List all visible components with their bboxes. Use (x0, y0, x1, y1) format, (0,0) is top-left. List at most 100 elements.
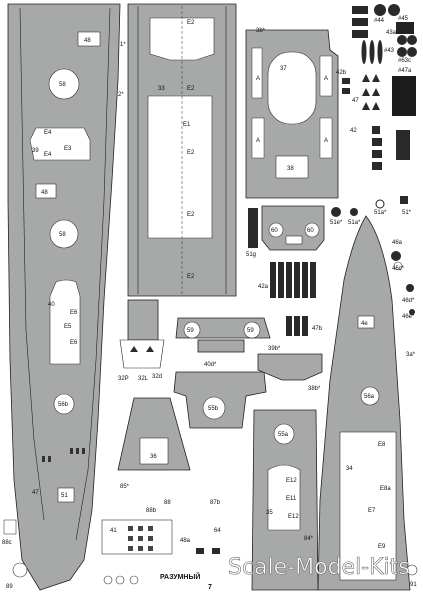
label-e6-b: E6 (70, 340, 78, 346)
label-56a: 56a (364, 394, 375, 400)
label-e2-4: E2 (187, 212, 195, 218)
label-4e: 4e (361, 321, 368, 327)
label-91: 91 (410, 582, 417, 588)
label-e11: E11 (286, 496, 297, 502)
label-63c: #63c (398, 58, 411, 64)
superstructure-deck: 3b* 37 A A A A 38 (245, 28, 339, 199)
small-parts-bottom: 41 48a 88b 88 64 87b РАЗУМНЫЙ 7 88c 91 8… (2, 500, 417, 591)
label-88c: 88c (2, 540, 12, 546)
label-e4-b: E4 (44, 152, 52, 158)
watermark-text: Scale-Model-Kits (228, 555, 410, 580)
deck-part-32: 32P 32L 32d (118, 299, 165, 382)
bridge-deck: 60 60 51g 42a 47b (246, 205, 325, 336)
label-35: 35 (266, 510, 273, 516)
label-46c: 46c* (392, 266, 405, 272)
label-1: 1* (120, 42, 126, 48)
label-51: 51 (61, 493, 68, 499)
label-34: 34 (346, 466, 353, 472)
label-58: 58 (59, 82, 66, 88)
label-85: 85* (120, 484, 130, 490)
label-43: #43 (384, 48, 395, 54)
label-51a-2: 51a* (374, 210, 387, 216)
label-41: 41 (110, 528, 117, 534)
label-e2-3: E2 (187, 150, 195, 156)
label-88: 88 (164, 500, 171, 506)
label-32l: 32L (138, 376, 149, 382)
label-60: 60 (271, 228, 278, 234)
label-a-3: A (256, 138, 260, 144)
label-e9: E9 (378, 544, 386, 550)
label-e12-b: E12 (288, 514, 299, 520)
label-51a: 51a* (348, 220, 361, 226)
label-46d: 46d* (402, 298, 415, 304)
label-32p: 32P (118, 376, 129, 382)
label-e8: E8 (378, 442, 386, 448)
label-47a: #47a (398, 68, 412, 74)
label-a-4: A (324, 138, 328, 144)
label-40: 40 (48, 302, 55, 308)
label-51g: 51g (246, 252, 256, 258)
label-2: 2* (118, 92, 124, 98)
label-88b: 88b (146, 508, 157, 514)
label-59-b: 59 (247, 328, 254, 334)
label-55b: 55b (208, 406, 219, 412)
label-60-b: 60 (307, 228, 314, 234)
label-64: 64 (214, 528, 221, 534)
center-deck-strip: E2 E2 E1 E2 E2 E2 33 1* 2* (118, 3, 237, 297)
label-46a: 46a (392, 240, 403, 246)
label-39: 39 (32, 148, 39, 154)
label-55a: 55a (278, 432, 289, 438)
page-number: 7 (208, 584, 212, 591)
small-parts-top-right: #44 #45 43a #43 #63c #47a 42b 47 42 (336, 4, 417, 170)
label-48: 48 (84, 38, 91, 44)
deck-part-55a: 55a E12 E11 E12 35 84* (251, 409, 319, 591)
label-39b: 39b* (268, 346, 281, 352)
label-43a: 43a (386, 30, 397, 36)
hull-deck-left: 48 58 E4 E3 39 E4 48 58 40 E6 E5 E6 56b … (7, 3, 121, 591)
label-e2: E2 (187, 20, 195, 26)
label-e3: E3 (64, 146, 72, 152)
deck-part-59: 59 59 39b* (175, 317, 281, 353)
label-89: 89 (6, 584, 13, 590)
label-42a: 42a (258, 284, 269, 290)
label-e8a: E8a (380, 486, 391, 492)
label-40d: 40d* (204, 362, 217, 368)
ship-name-plate: РАЗУМНЫЙ (160, 572, 200, 581)
label-a: A (256, 76, 260, 82)
deck-part-36: 36 85* (117, 397, 191, 490)
label-3b: 3b* (256, 28, 266, 34)
label-e2-2: E2 (187, 86, 195, 92)
label-87b: 87b (210, 500, 221, 506)
label-a-2: A (324, 76, 328, 82)
label-46e: 46e* (402, 314, 415, 320)
label-e6: E6 (70, 310, 78, 316)
label-3a: 3a* (406, 352, 416, 358)
label-42b: 42b (336, 70, 347, 76)
label-36: 36 (150, 454, 157, 460)
bow-hull-right: 4e 56a E8 34 E8a E7 E9 3a* 46a 46c* 46d*… (317, 215, 416, 591)
label-32d: 32d (152, 374, 162, 380)
label-47: 47 (32, 490, 39, 496)
label-e7: E7 (368, 508, 376, 514)
label-48a: 48a (180, 538, 191, 544)
label-45: #45 (398, 16, 409, 22)
label-e2-5: E2 (187, 274, 195, 280)
label-38: 38 (287, 166, 294, 172)
label-e4: E4 (44, 130, 52, 136)
label-48-b: 48 (41, 190, 48, 196)
label-38b: 38b* (308, 386, 321, 392)
label-e5: E5 (64, 324, 72, 330)
deck-part-55b: 55b 40d* 38b* (173, 353, 323, 429)
label-42: 42 (350, 128, 357, 134)
label-33: 33 (158, 86, 165, 92)
label-56b: 56b (58, 402, 69, 408)
round-parts: 51e* 51a* 51a* 51* (330, 196, 412, 226)
label-e1: E1 (183, 122, 191, 128)
label-37: 37 (280, 66, 287, 72)
label-47b: 47b (312, 326, 323, 332)
label-59: 59 (187, 328, 194, 334)
label-47-b: 47 (352, 98, 359, 104)
label-44: #44 (374, 18, 385, 24)
label-e12: E12 (286, 478, 297, 484)
label-84: 84* (304, 536, 314, 542)
